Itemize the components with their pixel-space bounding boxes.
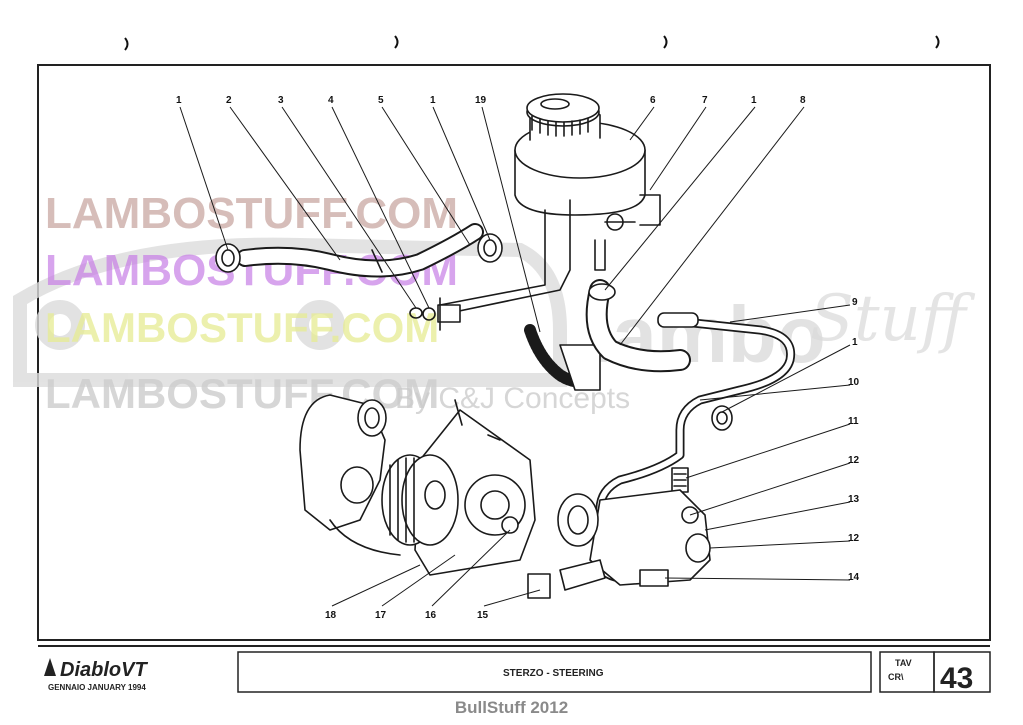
callout-top-10: 1 (751, 95, 757, 106)
bolt-washers (409, 297, 461, 331)
watermark-texts: LAMBOSTUFF.COM LAMBOSTUFF.COM LAMBOSTUFF… (45, 189, 976, 417)
callout-right-2: 1 (852, 337, 858, 348)
steering-parts-drawing (215, 93, 796, 599)
pump-housing-left (299, 394, 401, 556)
callout-bottom-1: 18 (325, 610, 337, 621)
callout-right-1: 9 (852, 297, 858, 308)
callout-top-3: 3 (278, 95, 284, 106)
callout-bottom-3: 16 (425, 610, 437, 621)
car-silhouette-watermark (13, 237, 567, 387)
upper-return-hose (215, 223, 503, 278)
supply-hose (585, 279, 691, 373)
callout-right-3: 10 (848, 377, 860, 388)
callout-top-1: 1 (176, 95, 182, 106)
title-block: DiabloVT GENNAIO JANUARY 1994 STERZO - S… (38, 645, 991, 695)
sheet-title: STERZO - STEERING (503, 668, 604, 679)
coil-spring-guard (524, 324, 601, 391)
brand-logo: DiabloVT (60, 659, 148, 681)
callout-top-2: 2 (226, 95, 232, 106)
callout-right-8: 14 (848, 572, 860, 583)
callout-bottom-4: 15 (477, 610, 489, 621)
binder-mark (663, 35, 668, 49)
watermark-line-1: LAMBOSTUFF.COM (45, 189, 458, 238)
callout-right-6: 13 (848, 494, 860, 505)
date-line: GENNAIO JANUARY 1994 (48, 683, 146, 692)
binder-marks (124, 35, 940, 51)
credit-text: BullStuff 2012 (454, 698, 569, 717)
binder-mark (124, 37, 129, 51)
leader-lines (179, 106, 851, 607)
callout-bottom-2: 17 (375, 610, 387, 621)
bull-logo-icon (44, 658, 56, 676)
watermark-line-3: LAMBOSTUFF.COM (45, 304, 439, 351)
table-number: 43 (940, 662, 973, 695)
callout-top-9: 7 (702, 95, 708, 106)
fluid-reservoir (439, 93, 661, 316)
callout-top-7: 19 (475, 95, 487, 106)
callout-top-5: 5 (378, 95, 384, 106)
table-code-1: TAV (895, 658, 912, 668)
table-code-2: CR\ (888, 672, 904, 682)
callout-top-4: 4 (328, 95, 334, 106)
callout-numbers: 1 2 3 4 5 1 19 6 7 1 8 9 1 10 11 12 13 1… (176, 95, 860, 621)
watermark-logo-script: Stuff (810, 282, 976, 356)
callout-right-7: 12 (848, 533, 860, 544)
callout-top-11: 8 (800, 95, 806, 106)
pump-pulley-bracket (381, 399, 536, 576)
callout-right-5: 12 (848, 455, 860, 466)
binder-mark (935, 35, 940, 49)
callout-right-4: 11 (848, 416, 859, 427)
steering-pump (527, 489, 711, 599)
diagram-frame (37, 64, 991, 641)
union-fitting (671, 467, 689, 493)
callout-top-6: 1 (430, 95, 436, 106)
binder-mark (394, 35, 399, 49)
callout-top-8: 6 (650, 95, 656, 106)
